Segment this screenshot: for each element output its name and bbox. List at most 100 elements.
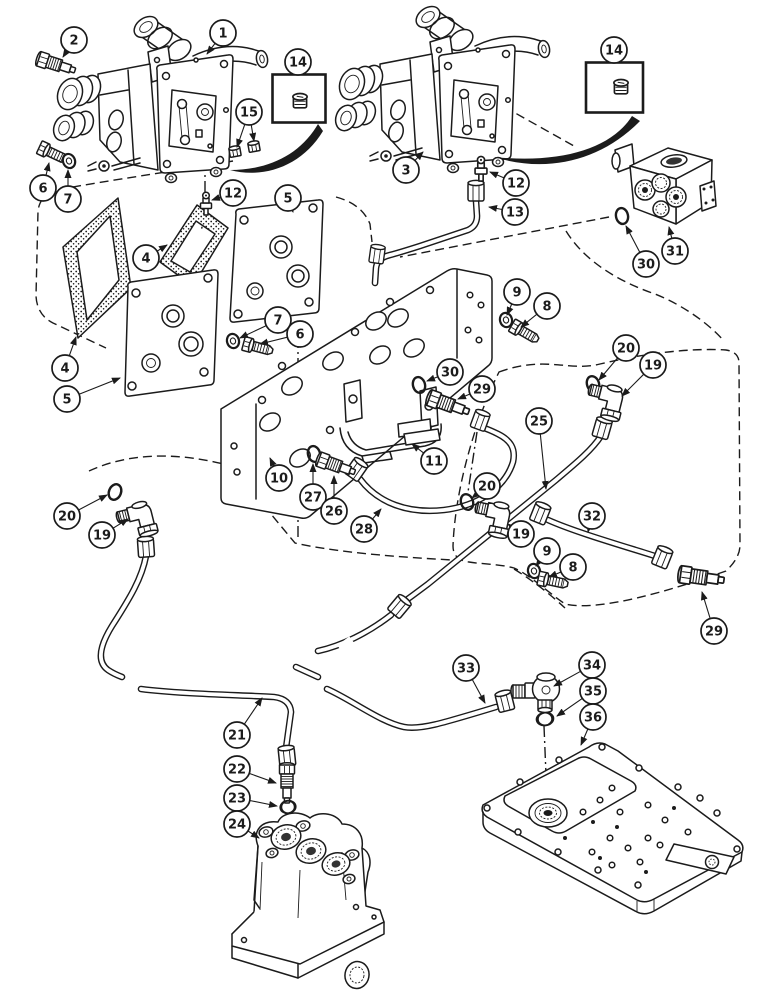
tube-28 (343, 424, 518, 515)
svg-text:2: 2 (69, 34, 78, 49)
svg-text:14: 14 (605, 44, 623, 59)
leader-line-20 (471, 490, 481, 499)
svg-text:27: 27 (304, 491, 322, 506)
svg-text:36: 36 (584, 711, 602, 726)
leader-line-34 (553, 670, 581, 687)
svg-text:21: 21 (228, 729, 246, 744)
tube-21 (97, 535, 297, 768)
callout-balloon-29: 29 (468, 375, 496, 403)
callout-balloon-30: 30 (632, 250, 660, 278)
callout-balloon-14: 14 (284, 48, 312, 76)
bolt-8-upper (507, 318, 543, 347)
cover-plate-5-center (124, 269, 219, 397)
svg-text:4: 4 (60, 362, 69, 377)
callout-balloon-5: 5 (274, 184, 302, 212)
callout-balloon-35: 35 (579, 677, 607, 705)
callout-balloon-21: 21 (223, 721, 251, 749)
leader-line-8 (548, 570, 562, 578)
fitting-12-valve3 (474, 155, 488, 182)
svg-text:31: 31 (666, 245, 684, 260)
leader-line-23 (249, 799, 278, 808)
leader-line-31 (667, 226, 675, 239)
svg-text:30: 30 (441, 366, 459, 381)
svg-text:7: 7 (63, 193, 72, 208)
svg-text:7: 7 (273, 314, 282, 329)
callout-balloon-22: 22 (223, 755, 251, 783)
callout-balloon-2: 2 (60, 26, 88, 54)
callout-balloon-10: 10 (265, 464, 293, 492)
callout-balloon-19: 19 (639, 351, 667, 379)
leader-line-4 (156, 244, 168, 253)
elbow-19-right (581, 378, 628, 424)
fitting-2 (33, 50, 79, 79)
leader-line-9 (535, 557, 544, 567)
svg-text:19: 19 (512, 528, 530, 543)
leader-line-7 (239, 325, 267, 339)
callout-balloon-32: 32 (578, 502, 606, 530)
leader-line-36 (580, 728, 589, 746)
callout-balloon-34: 34 (578, 651, 606, 679)
svg-text:11: 11 (425, 455, 443, 470)
callout-balloon-14: 14 (600, 36, 628, 64)
fitting-22 (278, 762, 296, 804)
leader-line-30 (625, 225, 641, 253)
svg-text:29: 29 (705, 625, 723, 640)
leader-line-15 (249, 124, 257, 142)
leader-line-1 (206, 42, 216, 55)
tube-32 (528, 499, 675, 571)
callout-balloon-24: 24 (223, 810, 251, 838)
svg-text:33: 33 (457, 662, 475, 677)
leader-line-11 (411, 443, 425, 454)
callout-balloon-6: 6 (29, 174, 57, 202)
svg-text:12: 12 (507, 177, 525, 192)
leader-line-19 (112, 518, 129, 529)
callout-balloon-7: 7 (54, 185, 82, 213)
svg-text:20: 20 (478, 480, 496, 495)
leader-line-12 (211, 194, 221, 201)
leader-line-6 (43, 162, 51, 176)
svg-text:8: 8 (542, 300, 551, 315)
callout-balloon-9: 9 (533, 537, 561, 565)
callout-balloon-28: 28 (350, 515, 378, 543)
cover-plate-5-right (229, 199, 324, 323)
svg-text:19: 19 (644, 359, 662, 374)
svg-text:12: 12 (224, 187, 242, 202)
leader-line-10 (269, 457, 277, 467)
leader-line-19 (621, 373, 645, 397)
svg-text:26: 26 (325, 505, 343, 520)
leader-line-8 (520, 313, 538, 328)
leader-line-20 (78, 494, 108, 511)
callout-balloon-26: 26 (320, 497, 348, 525)
callout-balloon-23: 23 (223, 784, 251, 812)
nut-15-b (246, 139, 261, 154)
callout-balloon-30: 30 (436, 358, 464, 386)
leader-line-35 (556, 697, 583, 717)
svg-text:15: 15 (240, 106, 258, 121)
valve-body-24 (231, 812, 385, 990)
pointer-swoosh-1 (230, 124, 323, 173)
leader-line-13 (488, 205, 503, 212)
svg-text:32: 32 (583, 510, 601, 525)
svg-text:20: 20 (617, 342, 635, 357)
svg-text:25: 25 (530, 415, 548, 430)
svg-text:20: 20 (58, 510, 76, 525)
callout-balloon-4: 4 (132, 244, 160, 272)
svg-text:5: 5 (283, 192, 292, 207)
leader-line-24 (247, 830, 260, 839)
callout-balloon-12: 12 (502, 169, 530, 197)
callout-balloon-9: 9 (503, 278, 531, 306)
callout-balloon-20: 20 (612, 334, 640, 362)
callout-balloon-4: 4 (51, 354, 79, 382)
bolt-6-center (240, 335, 276, 359)
leader-line-22 (249, 772, 277, 784)
callout-balloon-29: 29 (700, 617, 728, 645)
pointer-swoosh-2 (494, 116, 640, 165)
leader-line-3 (414, 151, 424, 161)
callout-balloon-8: 8 (533, 292, 561, 320)
leader-line-29 (701, 591, 711, 619)
callout-balloon-33: 33 (452, 654, 480, 682)
gasket-4-left (62, 197, 132, 339)
svg-text:9: 9 (542, 545, 551, 560)
callout-balloon-19: 19 (507, 520, 535, 548)
